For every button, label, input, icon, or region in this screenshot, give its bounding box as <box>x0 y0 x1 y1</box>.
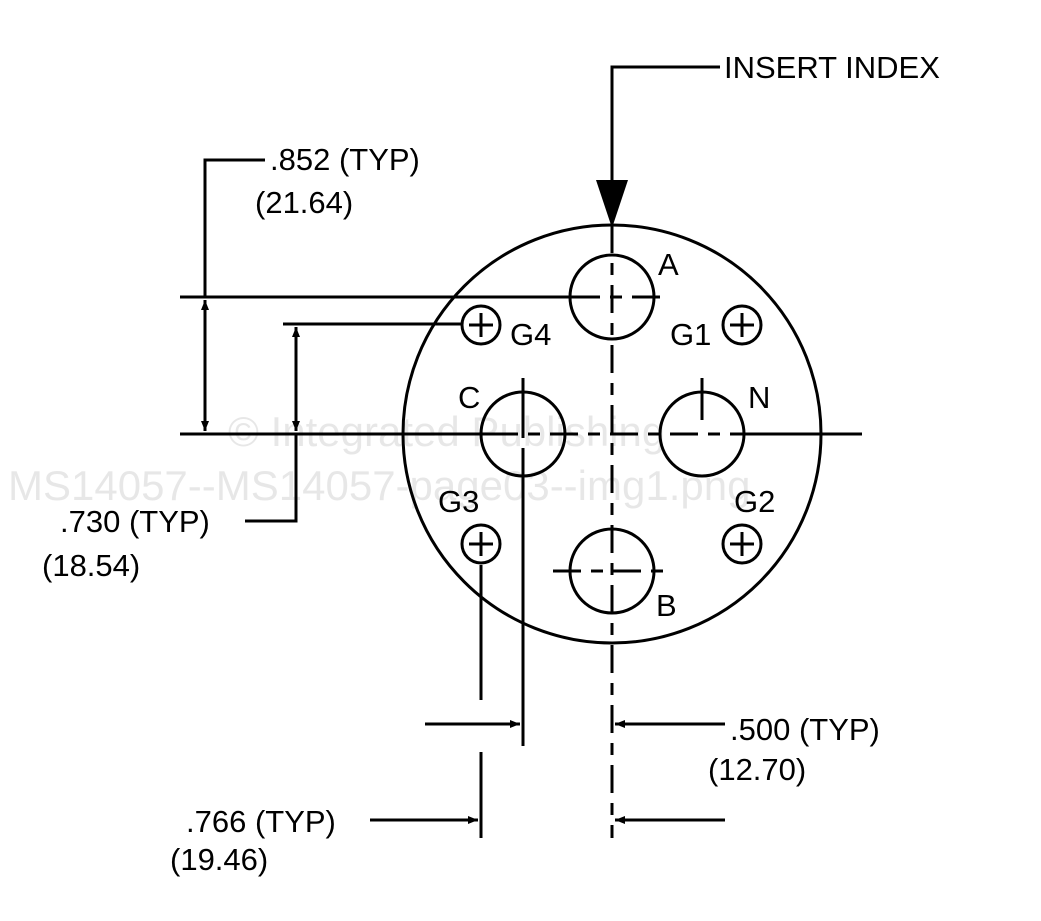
center-lines <box>180 225 862 838</box>
pin-G1 <box>721 304 763 346</box>
dim-500-mm: (12.70) <box>708 752 806 787</box>
pin-label-B: B <box>656 588 677 623</box>
pin-G4 <box>460 304 502 346</box>
pin-label-C: C <box>458 380 480 415</box>
insert-index-arrow <box>596 65 720 228</box>
watermark-line1: © Integrated Publishing <box>228 408 665 455</box>
dim-852-mm: (21.64) <box>255 185 353 220</box>
pin-G2 <box>721 523 763 565</box>
dim-730-label: .730 (TYP) <box>60 504 210 539</box>
dim-500-label: .500 (TYP) <box>730 712 880 747</box>
pin-label-A: A <box>658 247 679 282</box>
dim-730-leader <box>245 434 298 523</box>
insert-index-label: INSERT INDEX <box>724 50 940 85</box>
pin-label-G2: G2 <box>734 484 775 519</box>
dim-730-mm: (18.54) <box>42 548 140 583</box>
dim-766-mm: (19.46) <box>170 842 268 877</box>
dim-852-label: .852 (TYP) <box>270 142 420 177</box>
pin-label-G3: G3 <box>438 484 479 519</box>
dim-852-leader <box>203 158 265 297</box>
pin-label-N: N <box>748 380 770 415</box>
pin-G3 <box>460 523 502 565</box>
dim-766-label: .766 (TYP) <box>186 804 336 839</box>
pin-label-G4: G4 <box>510 317 551 352</box>
pin-label-G1: G1 <box>670 317 711 352</box>
watermark-line2: MS14057--MS14057-page03--img1.png <box>8 462 750 509</box>
